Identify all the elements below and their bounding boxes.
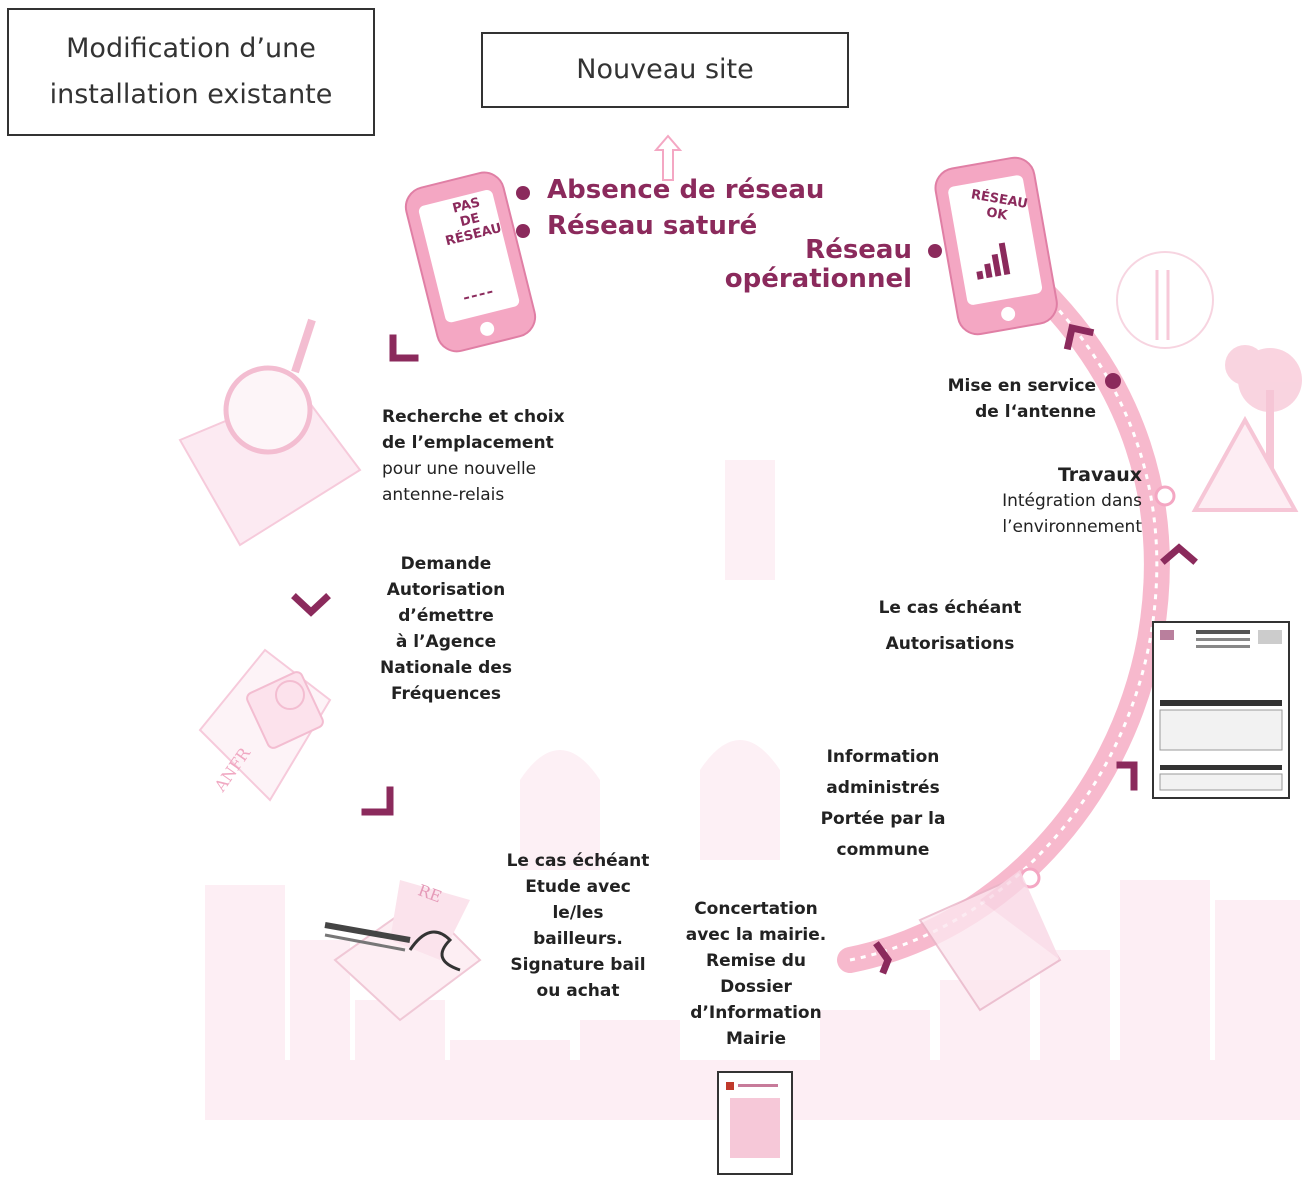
mairie-document-icon (717, 1071, 793, 1175)
step-text: Le cas échéant (878, 598, 1022, 618)
step-text: de l‘antenne (975, 402, 1096, 422)
magnifier-map-illustration (178, 318, 362, 547)
form-document-icon (1152, 621, 1290, 799)
antenna-icon (1116, 251, 1214, 349)
step-text: administrés (826, 778, 940, 798)
step-text: Fréquences (390, 684, 502, 704)
step-information: Information administrés Portée par la co… (803, 742, 963, 866)
reseau-operationnel-label-1: Réseau (805, 235, 912, 265)
bullet-dot (928, 244, 942, 258)
step-text: Autorisations (885, 634, 1015, 654)
step-text: Concertation (694, 899, 818, 919)
up-arrow-icon (653, 134, 683, 181)
step-text: bailleurs. (533, 929, 623, 949)
step-text: Remise du (706, 951, 806, 971)
phone-network-ok-icon (934, 156, 1058, 336)
step-title: Recherche et choix (382, 407, 565, 427)
step-text: Portée par la (820, 809, 946, 829)
step-concertation: Concertation avec la mairie. Remise du D… (676, 896, 836, 1052)
modification-label: Modification d’une installation existant… (49, 33, 333, 110)
chevron-up-icon-2 (1063, 323, 1095, 351)
reseau-operationnel-label-2: opérationnel (724, 264, 912, 294)
city-skyline (205, 880, 1300, 1120)
folder-illustration (918, 870, 1062, 1012)
step-text: Information (826, 747, 940, 767)
step-text: commune (836, 840, 930, 860)
step-text: avec la mairie. (685, 925, 827, 945)
step-text: antenne-relais (382, 485, 505, 505)
step-recherche: Recherche et choix de l’emplacement pour… (382, 404, 622, 508)
phone-no-network-icon (404, 171, 537, 353)
chevron-down-icon (291, 593, 331, 617)
faint-center-shapes (520, 460, 780, 870)
step-text: Dossier (720, 977, 792, 997)
chevron-icon-3 (361, 786, 394, 816)
absence-reseau-label: Absence de réseau (547, 175, 825, 205)
step-text: d’Information (690, 1003, 822, 1023)
step-text: l’environnement (1002, 517, 1142, 537)
travaux-milestone (1154, 485, 1176, 507)
step-text: Intégration dans (1002, 491, 1142, 511)
bullet-dot (516, 186, 530, 200)
signature-illustration (324, 880, 482, 1022)
reseau-sature-label: Réseau saturé (547, 211, 758, 241)
chevron-icon-5 (1116, 761, 1138, 791)
step-text: Mairie (726, 1029, 786, 1049)
bullet-dot (516, 224, 530, 238)
step-bailleurs: Le cas échéant Etude avec le/les bailleu… (498, 848, 658, 1004)
step-title: Travaux (1057, 464, 1142, 486)
mise-en-service-milestone (1105, 373, 1121, 389)
step-text: pour une nouvelle (382, 459, 537, 479)
tree-warning-illustration (1191, 345, 1302, 512)
step-autorisations: Le cas échéant Autorisations (870, 590, 1030, 662)
chevron-icon-1 (389, 334, 419, 362)
step-mise-en-service: Mise en service de l‘antenne (900, 373, 1096, 425)
step-title: de l’emplacement (382, 433, 554, 453)
step-demande: Demande Autorisation d’émettre à l’Agenc… (366, 551, 526, 707)
step-text: à l’Agence (395, 632, 497, 652)
step-text: Signature bail (510, 955, 646, 975)
stamp-document-illustration (198, 648, 332, 802)
step-text: le/les (552, 903, 604, 923)
step-text: Le cas échéant (506, 851, 650, 871)
chevron-icon-4 (873, 941, 892, 975)
chevron-up-icon-1 (1160, 543, 1198, 565)
step-text: d’émettre (398, 606, 494, 626)
step-text: Etude avec (525, 877, 631, 897)
nouveau-site-label: Nouveau site (576, 54, 754, 86)
step-text: Nationale des (380, 658, 512, 678)
step-travaux: Travaux Intégration dans l’environnement (940, 462, 1142, 540)
nouveau-site-box: Nouveau site (481, 32, 849, 108)
modification-box: Modification d’une installation existant… (7, 8, 375, 136)
step-text: Demande (400, 554, 492, 574)
step-text: Autorisation (386, 580, 506, 600)
step-text: Mise en service (947, 376, 1096, 396)
step-text: ou achat (536, 981, 620, 1001)
